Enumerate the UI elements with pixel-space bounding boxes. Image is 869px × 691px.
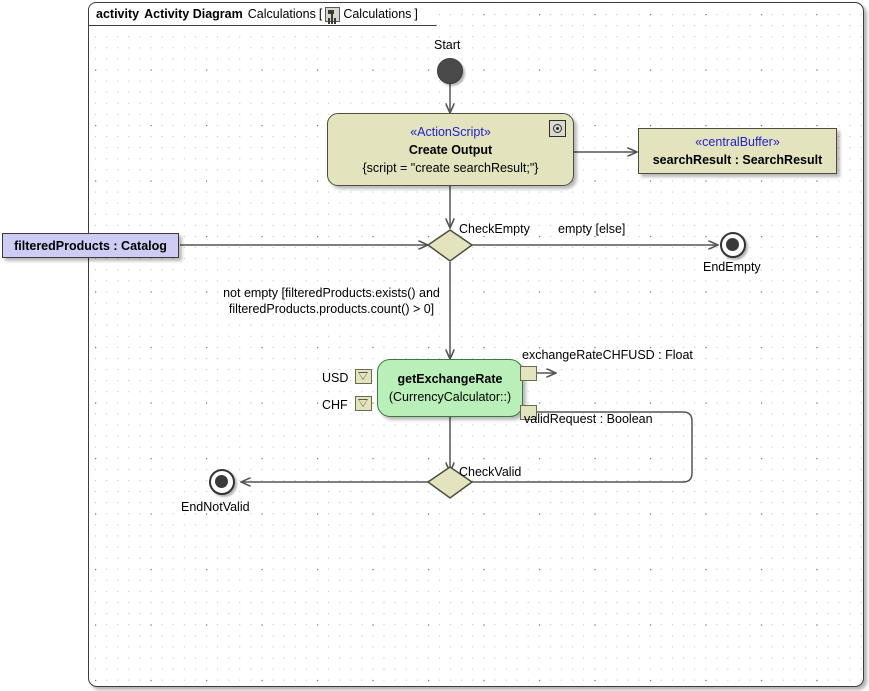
get-exchange-rate-subtitle: (CurrencyCalculator::) bbox=[388, 390, 512, 404]
output-pin-exchange-rate-label: exchangeRateCHFUSD : Float bbox=[522, 348, 693, 362]
input-pin-usd[interactable] bbox=[355, 369, 372, 384]
action-node-create-output[interactable]: «ActionScript» Create Output {script = "… bbox=[327, 113, 574, 186]
frame-name: Calculations bbox=[247, 7, 316, 21]
edge-label-not-empty-line1: not empty [filteredProducts.exists() and bbox=[223, 286, 440, 300]
diagram-frame-header[interactable]: activity Activity Diagram Calculations [… bbox=[88, 2, 437, 26]
frame-qualified-name: Calculations bbox=[343, 7, 412, 21]
final-node-end-not-valid-label: EndNotValid bbox=[181, 500, 250, 514]
central-buffer-name: searchResult : SearchResult bbox=[652, 152, 823, 167]
create-output-stereotype: «ActionScript» bbox=[410, 125, 491, 139]
frame-keyword: activity bbox=[96, 7, 140, 21]
final-node-end-empty-label: EndEmpty bbox=[703, 260, 761, 274]
edge-label-empty-else: empty [else] bbox=[558, 222, 626, 236]
frame-bracket-close: ] bbox=[414, 7, 418, 21]
check-valid-label: CheckValid bbox=[459, 465, 522, 479]
frame-type-label: Activity Diagram bbox=[144, 7, 243, 21]
create-output-body: {script = "create searchResult;"} bbox=[362, 161, 539, 175]
output-pin-valid-request-label: validRequest : Boolean bbox=[524, 412, 653, 426]
initial-node-start[interactable] bbox=[437, 58, 463, 84]
input-pin-chf-label: CHF bbox=[322, 398, 348, 412]
action-script-icon bbox=[549, 120, 566, 137]
diagram-grid bbox=[90, 4, 862, 685]
output-pin-exchange-rate[interactable] bbox=[520, 366, 537, 381]
object-node-filtered-products[interactable]: filteredProducts : Catalog bbox=[2, 233, 179, 258]
diagram-frame bbox=[88, 2, 864, 687]
input-pin-chf[interactable] bbox=[355, 396, 372, 411]
central-buffer-node[interactable]: «centralBuffer» searchResult : SearchRes… bbox=[638, 128, 837, 174]
call-behavior-node-get-exchange-rate[interactable]: getExchangeRate (CurrencyCalculator::) bbox=[377, 359, 523, 417]
frame-bracket-open: [ bbox=[318, 7, 323, 21]
final-node-end-not-valid[interactable] bbox=[209, 469, 235, 495]
get-exchange-rate-title: getExchangeRate bbox=[397, 372, 503, 386]
edge-label-not-empty-line2: filteredProducts.products.count() > 0] bbox=[228, 302, 435, 316]
initial-node-start-label: Start bbox=[434, 38, 461, 52]
final-node-end-empty[interactable] bbox=[720, 232, 746, 258]
output-pin-valid-request[interactable] bbox=[520, 405, 537, 420]
input-pin-usd-label: USD bbox=[322, 371, 349, 385]
create-output-title: Create Output bbox=[408, 143, 493, 157]
central-buffer-stereotype: «centralBuffer» bbox=[695, 134, 780, 149]
check-empty-label: CheckEmpty bbox=[459, 222, 530, 236]
activity-diagram-icon bbox=[325, 7, 340, 22]
